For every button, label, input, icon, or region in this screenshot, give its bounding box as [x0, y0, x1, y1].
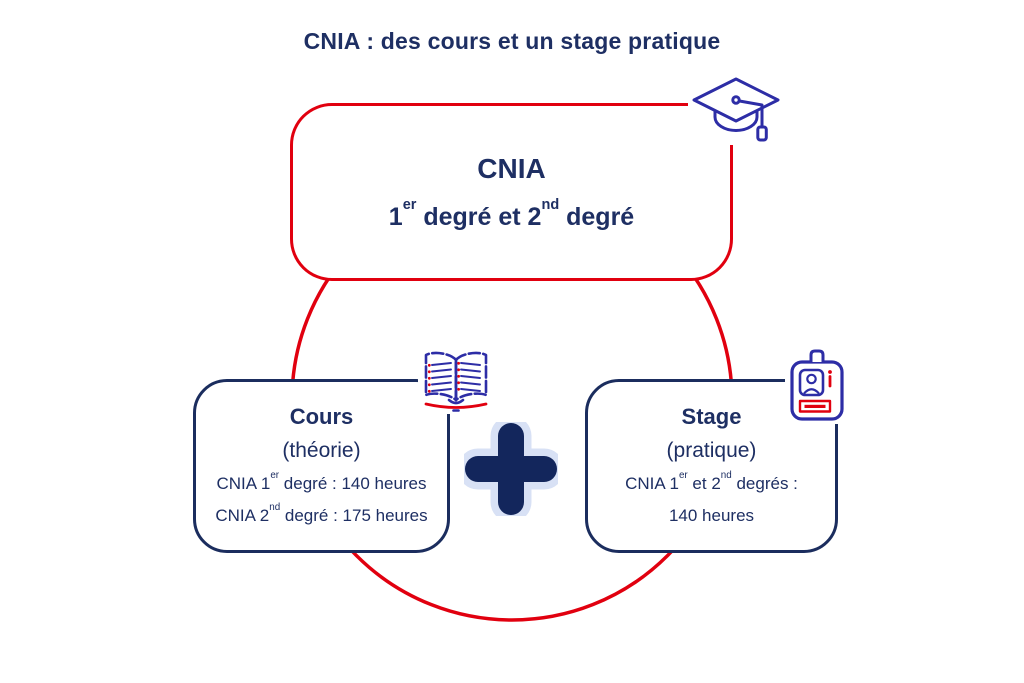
cnia-box: CNIA 1er degré et 2nd degré — [290, 103, 733, 281]
stage-box-title: Stage — [681, 404, 742, 429]
cours-box-title: Cours — [289, 404, 354, 429]
stage-line-1: CNIA 1er et 2nd degrés : — [625, 469, 798, 493]
open-book-icon — [418, 348, 494, 414]
cnia-box-title: CNIA — [477, 152, 546, 184]
cnia-box-subtitle: 1er degré et 2nd degré — [388, 196, 635, 231]
stage-line-2: 140 heures — [668, 506, 755, 525]
graduation-cap-icon — [688, 73, 784, 145]
plus-icon — [457, 415, 565, 523]
id-badge-icon — [785, 346, 849, 424]
cours-line-2: CNIA 2nd degré : 175 heures — [215, 501, 428, 525]
page-title: CNIA : des cours et un stage pratique — [303, 28, 721, 54]
stage-box-subtitle: (pratique) — [666, 439, 757, 462]
cours-box-subtitle: (théorie) — [282, 439, 361, 462]
cours-line-1: CNIA 1er degré : 140 heures — [216, 469, 427, 493]
cours-box: Cours (théorie) CNIA 1er degré : 140 heu… — [193, 379, 450, 553]
